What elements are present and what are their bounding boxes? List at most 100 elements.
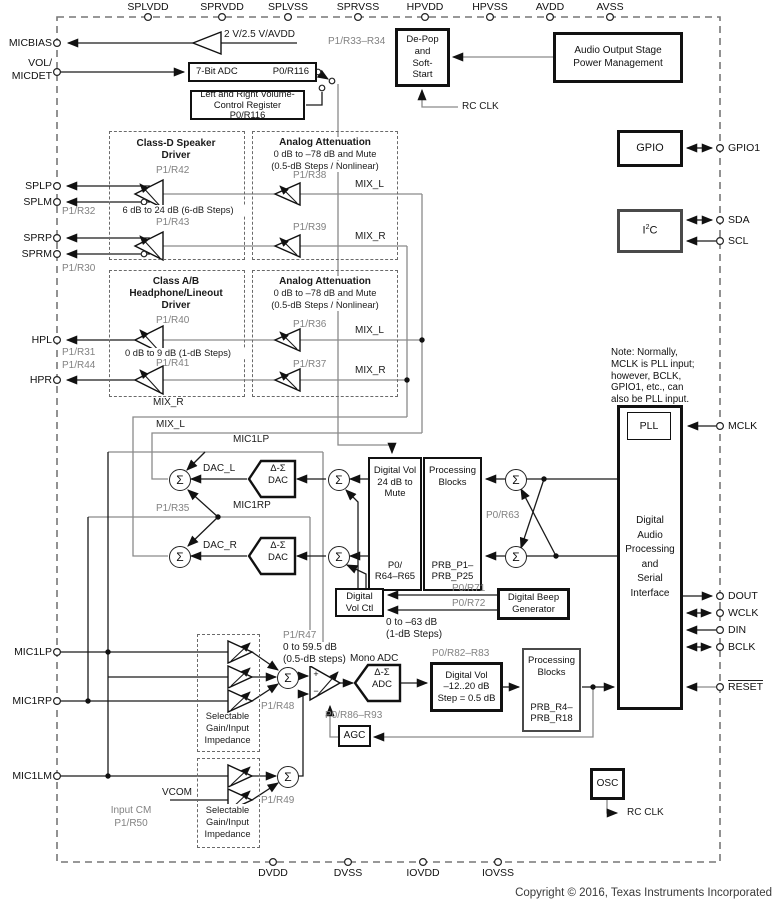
mix-l-label-1: MIX_L	[355, 179, 384, 190]
reg-label-r63: P0/R63	[486, 510, 520, 521]
mono-adc-label: Mono ADC	[350, 653, 399, 664]
reg-label-r35: P1/R35	[156, 503, 190, 514]
beepgen-box: Digital Beep Generator	[497, 588, 570, 620]
reg-label-r39: P1/R39	[293, 222, 327, 233]
dap-line2: Audio	[637, 529, 663, 541]
reg-label-r82-83: P0/R82–R83	[432, 648, 490, 659]
agc-label: AGC	[343, 729, 366, 741]
selgain-group-box-2	[197, 758, 260, 848]
dap-line4: and	[641, 558, 659, 570]
reg-label-r42: P1/R42	[156, 165, 190, 176]
proc-dac-r2: PRB_P25	[431, 571, 474, 583]
mic-gain-label-1: 0 to 59.5 dB	[282, 642, 338, 654]
pin-dvdd: DVDD	[258, 867, 288, 879]
sum-node-dac-l: Σ	[169, 469, 191, 491]
adc7-box: 7-Bit ADC P0/R116	[188, 62, 317, 82]
sum-node-serial-l: Σ	[505, 469, 527, 491]
depop-line4: Start	[412, 69, 433, 81]
pin-micbias: MICBIAS	[8, 37, 52, 49]
pga-plus-sign: +	[313, 669, 319, 679]
pga-minus-sign: −	[313, 686, 319, 696]
switch-circles	[314, 68, 336, 92]
pin-sprvdd: SPRVDD	[200, 1, 244, 13]
pin-scl: SCL	[728, 235, 749, 247]
main-wires	[57, 38, 716, 801]
rc-clk-label-top: RC CLK	[462, 101, 499, 112]
digvol-dac-l3: Mute	[384, 488, 406, 500]
digvol-dac-l1: Digital Vol	[373, 465, 417, 476]
mix-r-route-label: MIX_R	[153, 397, 184, 408]
atten-hp-group-box	[252, 270, 398, 397]
reg-label-r41: P1/R41	[156, 358, 190, 369]
beep-range-line1: 0 to –63 dB	[386, 617, 438, 628]
atten1-line2: 0 dB to –78 dB and Mute	[253, 149, 397, 160]
pin-dout: DOUT	[728, 590, 758, 602]
sum-node-dac-r: Σ	[169, 546, 191, 568]
pin-vol: VOL/	[28, 57, 52, 69]
beep-range-line2: (1-dB Steps)	[386, 629, 443, 640]
proc-adc-line1: Processing	[528, 655, 575, 666]
digvol-dac-l2: 24 dB to	[377, 476, 413, 488]
mix-l-route-label: MIX_L	[156, 419, 185, 430]
converters	[247, 459, 402, 703]
proc-adc-line3: PRB_R4–	[530, 701, 573, 713]
dac-left-pentagon	[247, 459, 297, 499]
dap-line3: Processing	[625, 544, 675, 555]
digvol-adc-box: Digital Vol –12..20 dB Step = 0.5 dB	[430, 662, 503, 712]
reg-label-r44: P1/R44	[62, 360, 96, 371]
agc-box: AGC	[338, 725, 371, 747]
mix-r-label-2: MIX_R	[355, 365, 386, 376]
atten2-line2: 0 dB to –78 dB and Mute	[253, 288, 397, 299]
pll-note: Note: Normally,MCLK is PLL input;however…	[611, 347, 695, 405]
depop-line1: De-Pop	[406, 34, 439, 46]
mic1lp-route-label: MIC1LP	[233, 434, 270, 445]
i2c-box: I2C	[617, 209, 683, 253]
micbias-buffer-label: 2 V/2.5 V/AVDD	[224, 29, 295, 40]
rc-clk-label-bottom: RC CLK	[627, 807, 664, 818]
vcom-label: VCOM	[162, 787, 192, 798]
sum-node-mic-m: Σ	[277, 766, 299, 788]
pin-gpio1: GPIO1	[728, 142, 761, 154]
aos-line2: Power Management	[573, 57, 663, 69]
sum-node-beep-r: Σ	[328, 546, 350, 568]
volreg-line2: Control Register	[213, 99, 282, 110]
pin-hpvdd: HPVDD	[406, 1, 444, 13]
pll-label: PLL	[639, 419, 659, 432]
proc-dac-r1: PRB_P1–	[431, 559, 474, 571]
mic-gain-label-2: (0.5-dB steps)	[282, 654, 347, 666]
pin-micdet: MICDET	[11, 70, 52, 82]
reg-label-r37: P1/R37	[293, 359, 327, 370]
digital-audio-processing-box: Digital Audio Processing and Serial Inte…	[617, 405, 683, 710]
pin-mic1lm: MIC1LM	[12, 770, 52, 782]
pin-hpl: HPL	[31, 334, 52, 346]
reg-label-r72: P0/R72	[452, 598, 486, 609]
atten1-title: Analog Attenuation	[253, 137, 397, 149]
dac-r-label: DAC_R	[203, 540, 237, 551]
classd-group-box	[109, 131, 245, 260]
mix-r-label-1: MIX_R	[355, 231, 386, 242]
sum-node-mic-p: Σ	[277, 667, 299, 689]
pin-iovdd: IOVDD	[406, 867, 440, 879]
micbias-buffer-triangle	[191, 30, 222, 56]
reg-label-r86-93: P0/R86–R93	[325, 710, 383, 721]
reg-label-r38: P1/R38	[293, 170, 327, 181]
proc-dac-l1: Processing	[429, 465, 476, 476]
atten-speaker-group-box	[252, 131, 398, 260]
copyright-text: Copyright © 2016, Texas Instruments Inco…	[515, 887, 772, 899]
pin-circles	[52, 13, 724, 866]
classd-gain-label: 6 dB to 24 dB (6-dB Steps)	[110, 205, 246, 216]
gpio-label: GPIO	[636, 141, 664, 154]
proc-dac-box: Processing Blocks PRB_P1– PRB_P25	[423, 457, 482, 591]
pin-sprvss: SPRVSS	[336, 1, 380, 13]
depop-line3: Soft-	[412, 57, 433, 69]
proc-adc-line2: Blocks	[537, 666, 566, 678]
classab-group-box	[109, 270, 245, 397]
osc-box: OSC	[590, 768, 625, 800]
